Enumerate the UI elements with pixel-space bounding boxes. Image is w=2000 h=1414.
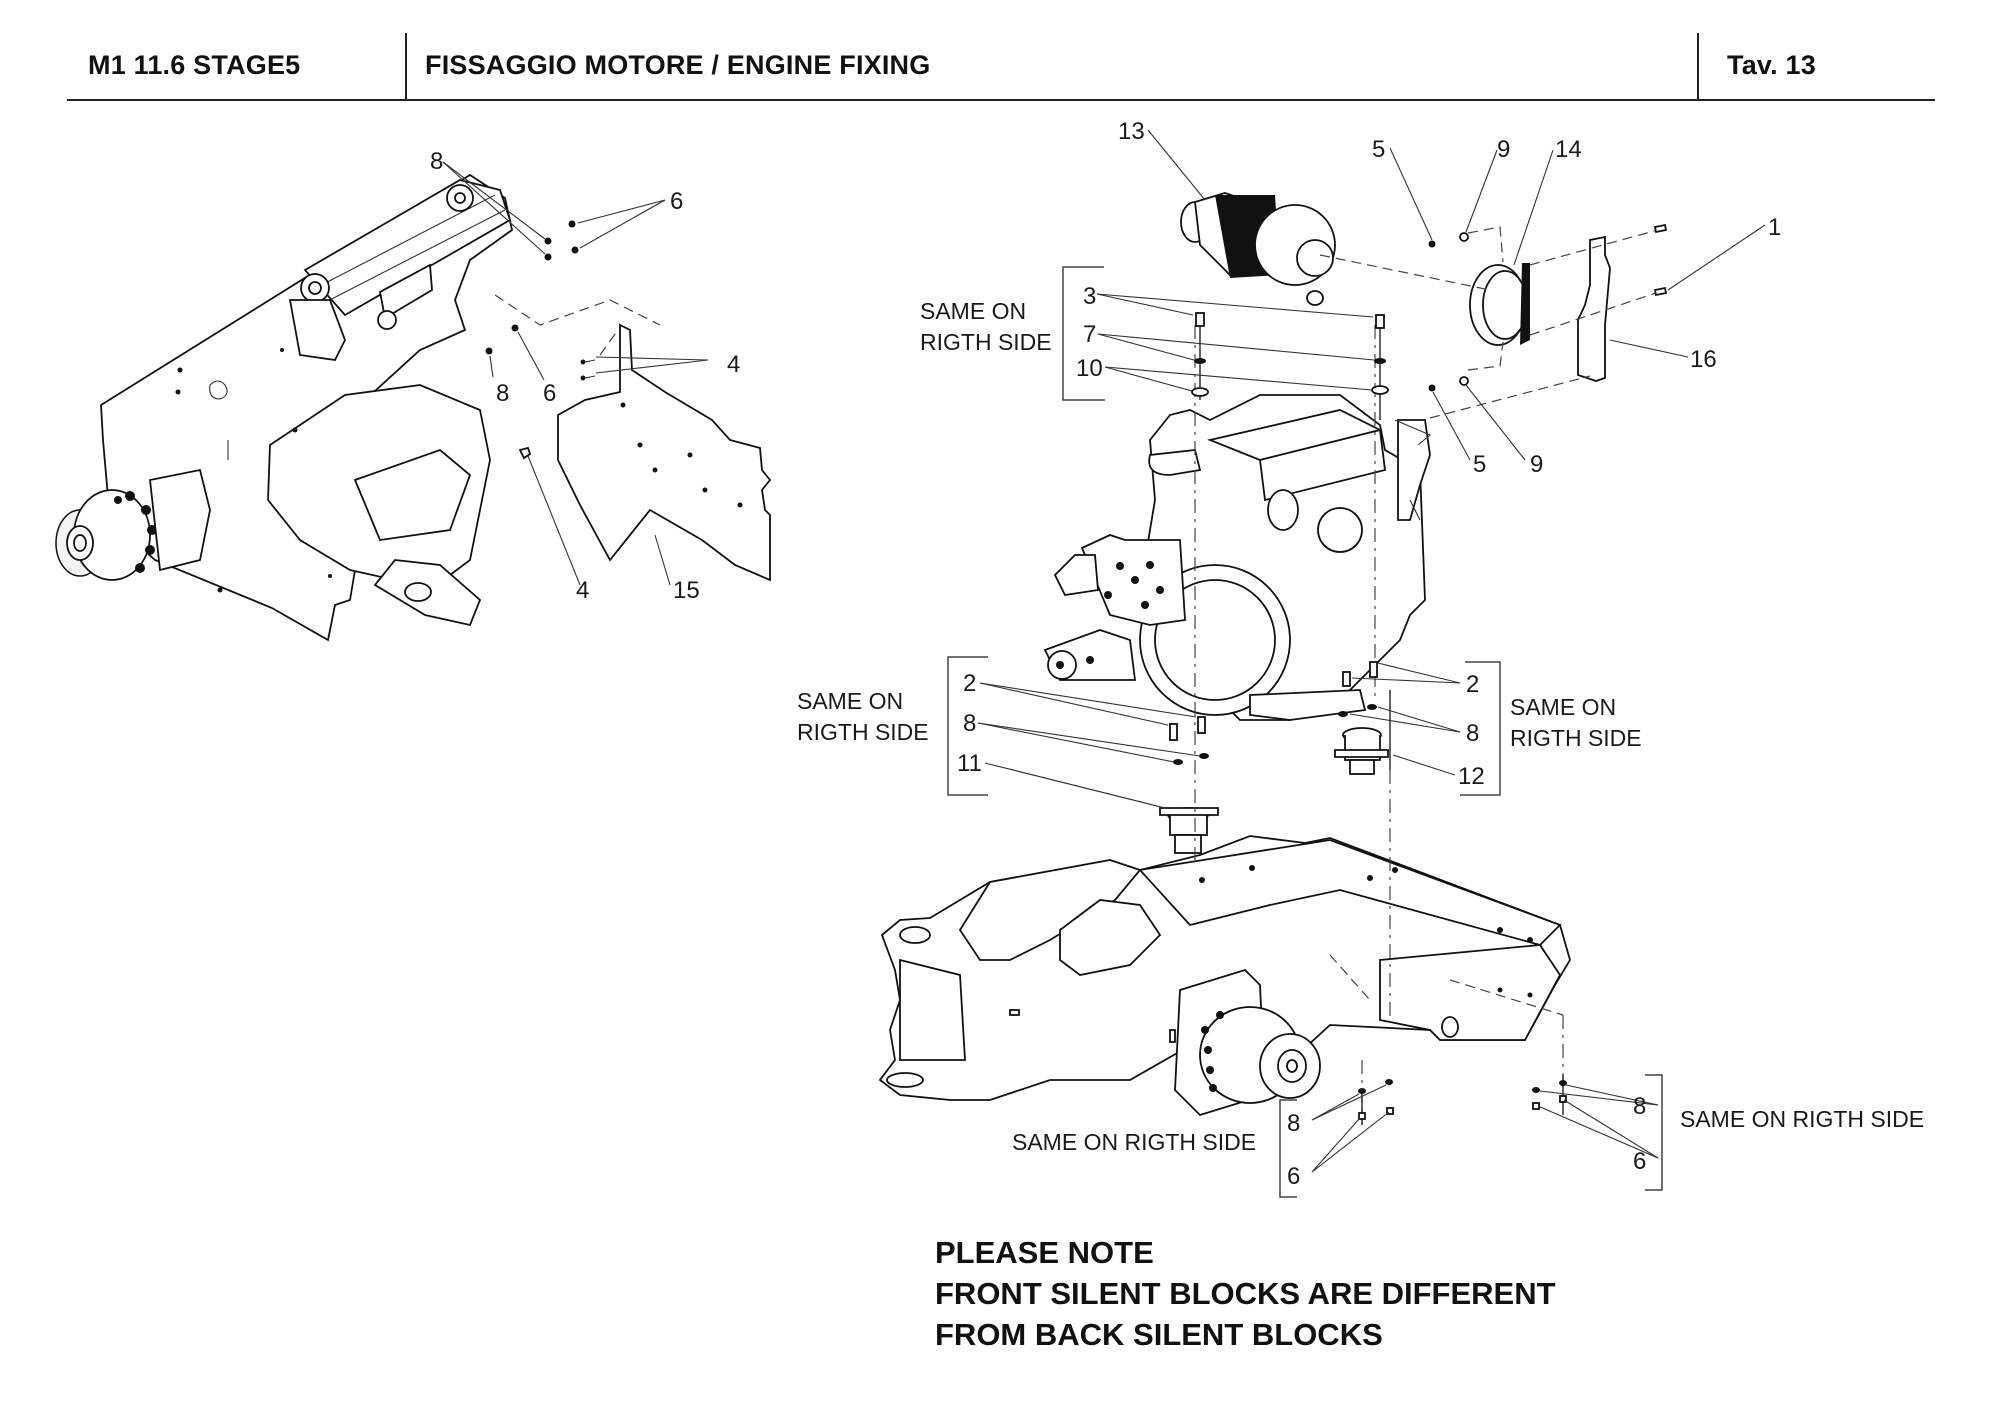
callout[interactable]: 8 xyxy=(1466,720,1480,747)
callout[interactable]: 5 xyxy=(1473,451,1487,478)
callout[interactable]: 8 xyxy=(430,148,444,175)
callout[interactable]: 6 xyxy=(1287,1163,1301,1190)
silent-block-11 xyxy=(1159,807,1219,854)
callout[interactable]: 12 xyxy=(1458,763,1485,790)
callout[interactable]: 6 xyxy=(543,380,557,407)
callout[interactable]: 2 xyxy=(1466,671,1480,698)
callout[interactable]: 8 xyxy=(496,380,510,407)
please-note-line: FRONT SILENT BLOCKS ARE DIFFERENT xyxy=(935,1276,1556,1311)
callout[interactable]: 14 xyxy=(1555,136,1582,163)
callout[interactable]: 8 xyxy=(1633,1093,1647,1120)
model-label: M1 11.6 STAGE5 xyxy=(88,50,301,80)
callout[interactable]: 5 xyxy=(1372,136,1386,163)
callout[interactable]: 9 xyxy=(1497,136,1511,163)
callout[interactable]: 4 xyxy=(576,577,590,604)
please-note-heading: PLEASE NOTE xyxy=(935,1235,1154,1270)
left-fasteners xyxy=(485,220,596,460)
same-on-right-side-note: SAME ON RIGTH SIDE xyxy=(1680,1106,1925,1132)
header-rule xyxy=(67,99,1935,101)
callout[interactable]: 9 xyxy=(1530,451,1544,478)
right-leaders xyxy=(977,129,1766,1173)
callout[interactable]: 3 xyxy=(1083,283,1097,310)
callout[interactable]: 6 xyxy=(1633,1148,1647,1175)
same-on-right-side-note: SAME ON RIGTH SIDE xyxy=(1510,694,1642,751)
air-filter-13 xyxy=(1180,192,1336,306)
same-on-right-side-note: SAME ON RIGTH SIDE xyxy=(920,298,1052,355)
same-on-right-side-note: SAME ON RIGTH SIDE xyxy=(1012,1129,1257,1155)
table-number: Tav. 13 xyxy=(1727,50,1816,80)
engine-assembly xyxy=(1043,192,1611,721)
left-leaders xyxy=(442,161,709,586)
callout[interactable]: 8 xyxy=(1287,1110,1301,1137)
callout[interactable]: 11 xyxy=(957,750,982,777)
please-note-line: FROM BACK SILENT BLOCKS xyxy=(935,1317,1383,1352)
callout[interactable]: 4 xyxy=(727,351,741,378)
callout[interactable]: 13 xyxy=(1118,118,1145,145)
callout[interactable]: 2 xyxy=(963,670,977,697)
callout[interactable]: 16 xyxy=(1690,346,1717,373)
callout[interactable]: 6 xyxy=(670,188,684,215)
same-on-right-side-note: SAME ON RIGTH SIDE xyxy=(797,688,929,745)
callout[interactable]: 8 xyxy=(963,710,977,737)
rear-chassis-frame xyxy=(878,835,1571,1117)
support-bracket-16 xyxy=(1577,235,1611,382)
callout[interactable]: 10 xyxy=(1076,355,1103,382)
callout[interactable]: 7 xyxy=(1083,321,1097,348)
page-title: FISSAGGIO MOTORE / ENGINE FIXING xyxy=(425,50,931,80)
header-divider xyxy=(405,33,407,99)
cover-plate-15 xyxy=(557,323,772,582)
front-frame-assembly xyxy=(55,173,514,642)
right-fasteners xyxy=(1169,223,1668,1120)
group-brackets xyxy=(947,266,1663,1198)
please-note-block: PLEASE NOTE FRONT SILENT BLOCKS ARE DIFF… xyxy=(935,1232,1556,1355)
header-divider xyxy=(1697,33,1699,99)
silent-block-12 xyxy=(1334,727,1389,775)
callout[interactable]: 1 xyxy=(1768,214,1782,241)
callout[interactable]: 15 xyxy=(673,577,700,604)
